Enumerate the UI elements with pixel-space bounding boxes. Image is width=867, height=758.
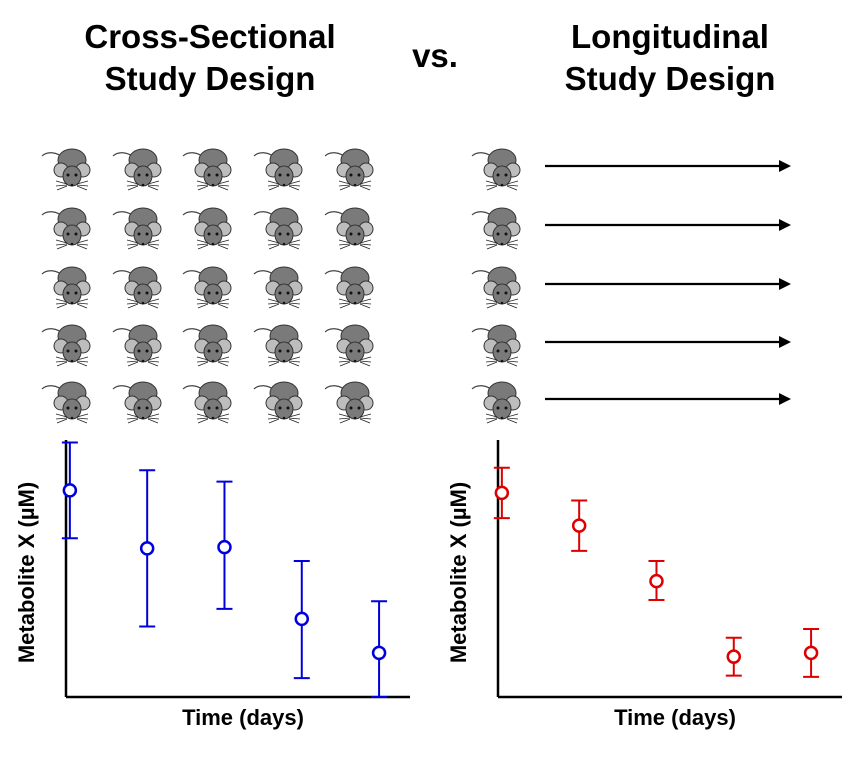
arrow-right-icon [779, 219, 791, 231]
cross-sectional-data-point [294, 611, 310, 627]
mouse-icon [112, 207, 162, 250]
vs-label: vs. [412, 37, 458, 74]
longitudinal-title-line2: Study Design [564, 60, 776, 97]
cross-sectional-title: Cross-Sectional Study Design [60, 16, 360, 100]
longitudinal-title: Longitudinal Study Design [520, 16, 820, 100]
longitudinal-data-point [571, 518, 587, 533]
longitudinal-data-point [803, 645, 819, 661]
mouse-icon [182, 266, 232, 309]
longitudinal-mice [471, 148, 791, 424]
longitudinal-chart: Time (days) Metabolite X (µM) [446, 440, 842, 730]
cross-sectional-title-line1: Cross-Sectional [84, 18, 336, 55]
mouse-icon [253, 148, 303, 191]
mouse-icon [41, 148, 91, 191]
arrow-right-icon [779, 336, 791, 348]
mouse-icon [471, 381, 521, 424]
mouse-icon [41, 266, 91, 309]
mouse-icon [253, 266, 303, 309]
cross-sectional-y-axis-label: Metabolite X (µM) [14, 482, 39, 663]
cross-sectional-data-point [371, 645, 387, 661]
mouse-icon [324, 148, 374, 191]
longitudinal-data-point [649, 573, 664, 589]
cross-sectional-data-point [217, 539, 232, 555]
cross-sectional-data-point [62, 483, 78, 498]
mouse-icon [324, 266, 374, 309]
mouse-icon [253, 381, 303, 424]
longitudinal-data-point [726, 649, 742, 664]
mouse-icon [182, 381, 232, 424]
mouse-icon [112, 148, 162, 191]
mouse-icon [471, 148, 521, 191]
mouse-icon [253, 207, 303, 250]
cross-sectional-chart: Time (days) Metabolite X (µM) [14, 440, 410, 730]
mouse-icon [471, 266, 521, 309]
mouse-icon [253, 324, 303, 367]
mouse-icon [182, 324, 232, 367]
arrow-right-icon [779, 393, 791, 405]
mouse-icon [324, 381, 374, 424]
cross-sectional-data-point [139, 541, 155, 556]
longitudinal-x-axis-label: Time (days) [614, 705, 736, 730]
mouse-icon [324, 324, 374, 367]
longitudinal-title-line1: Longitudinal [571, 18, 769, 55]
mouse-icon [112, 324, 162, 367]
longitudinal-data-point [494, 485, 510, 501]
mouse-icon [112, 381, 162, 424]
mouse-icon [112, 266, 162, 309]
cross-sectional-title-line2: Study Design [104, 60, 316, 97]
arrow-right-icon [779, 278, 791, 290]
mouse-icon [182, 148, 232, 191]
arrow-right-icon [779, 160, 791, 172]
mouse-icon [471, 324, 521, 367]
mouse-icon [41, 381, 91, 424]
longitudinal-y-axis-label: Metabolite X (µM) [446, 482, 471, 663]
mouse-icon [41, 324, 91, 367]
mouse-icon [182, 207, 232, 250]
cross-sectional-mice-grid [41, 148, 374, 424]
mouse-icon [471, 207, 521, 250]
mouse-icon [41, 207, 91, 250]
cross-sectional-x-axis-label: Time (days) [182, 705, 304, 730]
mouse-icon [324, 207, 374, 250]
